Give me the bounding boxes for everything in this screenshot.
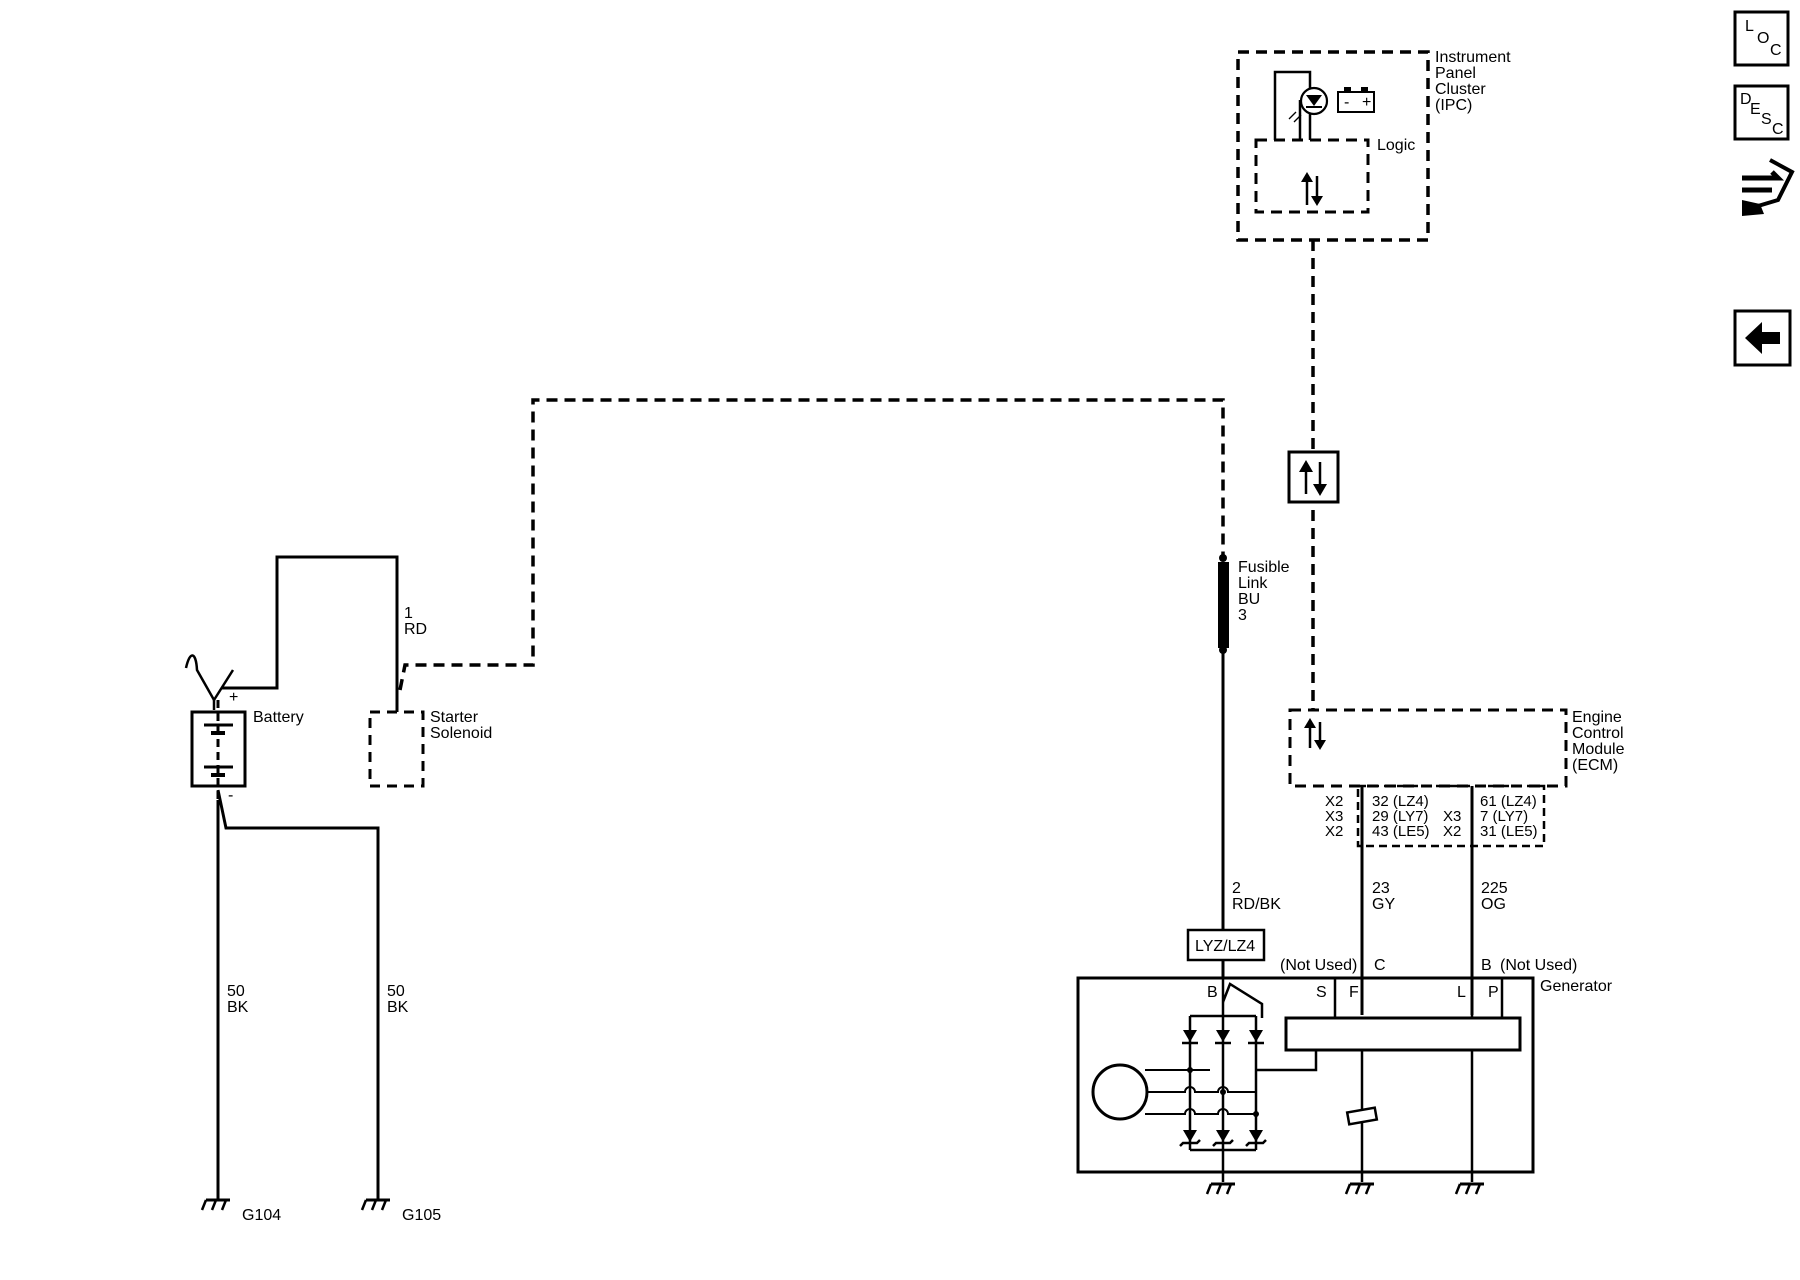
fusible-link-label-2: Link <box>1238 575 1268 592</box>
loc-letter-c: C <box>1770 42 1782 59</box>
loc-letter-o: O <box>1757 30 1769 47</box>
generator-term-s: S <box>1316 984 1327 1001</box>
battery-minus: - <box>228 787 233 804</box>
ipc-label-1: Instrument <box>1435 49 1511 66</box>
ecm-pin-left-1: 32 (LZ4) <box>1372 793 1429 810</box>
svg-text:+: + <box>1362 94 1371 111</box>
wire-225-number: 225 <box>1481 880 1508 897</box>
wire-225-color: OG <box>1481 896 1506 913</box>
desc-letter-c: C <box>1772 121 1784 138</box>
generator-not-used-left: (Not Used) <box>1280 957 1357 974</box>
fusible-link-label-1: Fusible <box>1238 559 1290 576</box>
engine-option-box <box>1186 928 1266 962</box>
rectifier-zener-icon <box>1211 1128 1235 1148</box>
field-coil-icon <box>1345 1106 1379 1126</box>
ecm-conn-left-2: X3 <box>1325 808 1343 825</box>
ecm-label-2: Control <box>1572 725 1624 742</box>
generator-term-b-top: B <box>1481 957 1492 974</box>
ground-g104-label: G104 <box>242 1207 281 1224</box>
starter-solenoid: Starter Solenoid <box>368 709 492 788</box>
generator: (Not Used) C B (Not Used) Generator B S … <box>1076 957 1613 1182</box>
wire-1-color: RD <box>404 621 427 638</box>
desc-letter-s: S <box>1761 111 1772 128</box>
rectifier-diode-icon <box>1180 1028 1200 1045</box>
rectifier-diode-icon <box>1213 1028 1233 1045</box>
wire-g104-number: 50 <box>227 983 245 1000</box>
desc-letter-e: E <box>1750 101 1761 118</box>
ecm-pin-right-2: 7 (LY7) <box>1480 808 1528 825</box>
generator-term-c: C <box>1374 957 1386 974</box>
description-button[interactable]: D E S C <box>1733 84 1790 141</box>
ecm-label-4: (ECM) <box>1572 757 1618 774</box>
arrow-left-icon <box>1745 322 1780 354</box>
ipc-logic-label: Logic <box>1377 137 1415 154</box>
svg-text:-: - <box>1344 94 1349 111</box>
battery-warning-icon: - + <box>1337 87 1375 113</box>
back-button[interactable] <box>1733 309 1792 367</box>
charge-indicator-icon <box>1288 86 1329 123</box>
rectifier-diode-icon <box>1246 1028 1266 1045</box>
ecm-pin-left-2: 29 (LY7) <box>1372 808 1428 825</box>
wire-23-number: 23 <box>1372 880 1390 897</box>
regulator-ground-icon <box>1454 1182 1486 1196</box>
hand-wrench-icon <box>1742 158 1795 216</box>
generator-term-p: P <box>1488 984 1499 1001</box>
stator-icon <box>1091 1063 1259 1121</box>
ground-g104-icon <box>200 1198 232 1212</box>
battery-label: Battery <box>253 709 304 726</box>
battery-plus: + <box>229 689 238 706</box>
rectifier-zener-icon <box>1178 1128 1202 1148</box>
ecm-conn-left-1: X2 <box>1325 793 1343 810</box>
generator-term-b: B <box>1207 984 1218 1001</box>
wire-g104-color: BK <box>227 999 249 1016</box>
ipc-data-icon <box>1301 172 1323 206</box>
ecm-pin-right-1: 61 (LZ4) <box>1480 793 1537 810</box>
wire-2-number: 2 <box>1232 880 1241 897</box>
serial-data-icon <box>1287 450 1340 504</box>
generator-term-f: F <box>1349 984 1359 1001</box>
wire-g105-color: BK <box>387 999 409 1016</box>
field-ground-icon <box>1344 1182 1376 1196</box>
starter-label-1: Starter <box>430 709 479 726</box>
generator-term-l: L <box>1457 984 1466 1001</box>
ecm-label-3: Module <box>1572 741 1625 758</box>
ecm-conn-left-3: X2 <box>1325 823 1343 840</box>
battery: + - Battery <box>184 555 399 1190</box>
generator-ground-icon <box>1205 1182 1237 1196</box>
instrument-panel-cluster: - + Instrument Panel Cluster (IPC) Logic <box>1236 49 1511 242</box>
desc-letter-d: D <box>1740 91 1752 108</box>
ipc-label-3: Cluster <box>1435 81 1486 98</box>
fusible-link: Fusible Link BU 3 <box>1218 554 1290 654</box>
ground-g105-label: G105 <box>402 1207 441 1224</box>
wire-g105-number: 50 <box>387 983 405 1000</box>
ecm-conn-right-2: X2 <box>1443 823 1461 840</box>
wire-1-number: 1 <box>404 605 413 622</box>
ecm-conn-right-1: X3 <box>1443 808 1461 825</box>
wire-2-color: RD/BK <box>1232 896 1281 913</box>
diagnostic-tools-button[interactable] <box>1742 158 1795 216</box>
ecm-pin-left-3: 43 (LE5) <box>1372 823 1430 840</box>
rectifier-zener-icon <box>1244 1128 1268 1148</box>
starter-label-2: Solenoid <box>430 725 492 742</box>
generator-label: Generator <box>1540 978 1613 995</box>
fusible-link-label-3: BU <box>1238 591 1260 608</box>
ground-g105-icon <box>360 1198 392 1212</box>
loc-letter-l: L <box>1745 18 1754 35</box>
ipc-label-2: Panel <box>1435 65 1476 82</box>
battery-feed-dashed <box>398 398 1225 691</box>
engine-control-module: Engine Control Module (ECM) X2 X3 X2 32 … <box>1288 708 1625 848</box>
wire-23-color: GY <box>1372 896 1395 913</box>
generator-not-used-right: (Not Used) <box>1500 957 1577 974</box>
engine-option-label: LYZ/LZ4 <box>1195 938 1255 955</box>
location-button[interactable]: L O C <box>1733 10 1790 67</box>
ecm-label-1: Engine <box>1572 709 1622 726</box>
ecm-pin-right-3: 31 (LE5) <box>1480 823 1538 840</box>
fusible-link-label-4: 3 <box>1238 607 1247 624</box>
ipc-label-4: (IPC) <box>1435 97 1472 114</box>
